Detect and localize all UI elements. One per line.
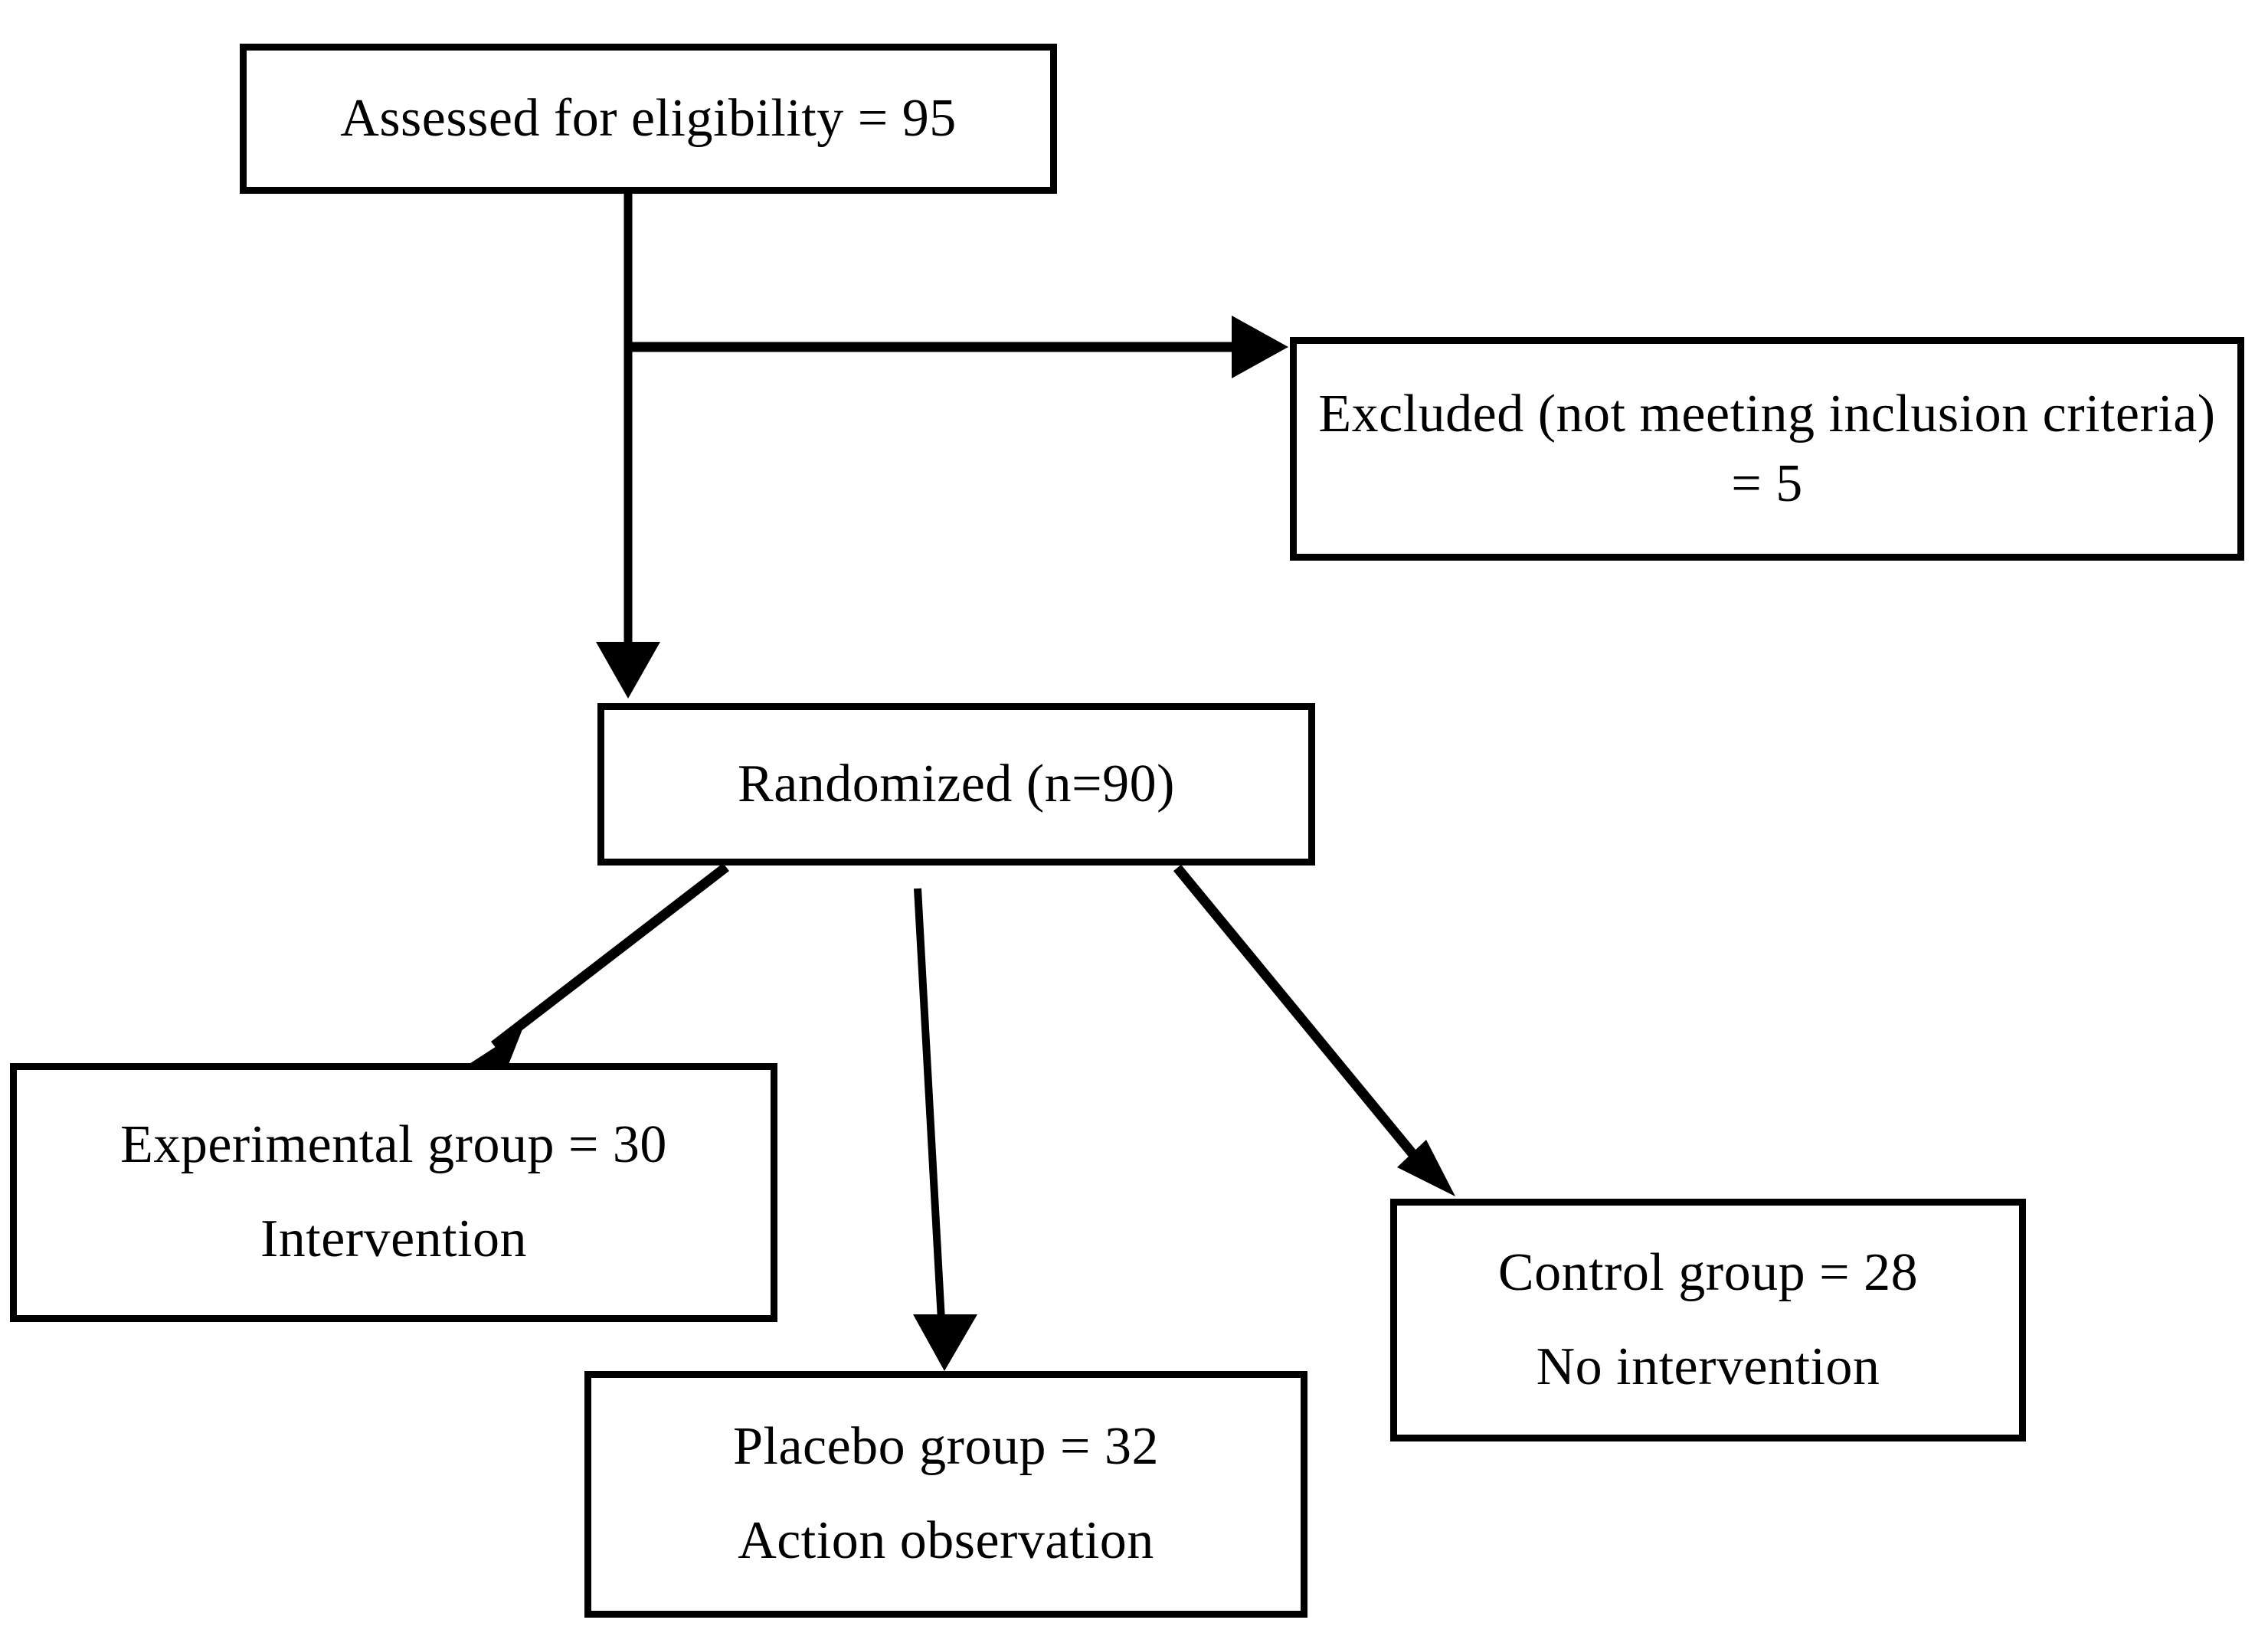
experimental-group-count-label: Experimental group = 30 [120, 1115, 667, 1175]
assessed-for-eligibility-box: Assessed for eligibility = 95 [240, 44, 1057, 194]
arrowhead-randomized-to-control [1397, 1140, 1455, 1196]
assessed-label: Assessed for eligibility = 95 [340, 88, 957, 148]
control-group-count-label: Control group = 28 [1497, 1242, 1919, 1302]
connector-randomized-to-experimental-line [491, 862, 729, 1050]
control-group-arm-label: No intervention [1536, 1337, 1880, 1396]
connector-randomized-to-placebo-line [914, 888, 946, 1335]
excluded-label: Excluded (not meeting inclusion criteria… [1318, 385, 2216, 513]
excluded-box: Excluded (not meeting inclusion criteria… [1290, 337, 2244, 561]
arrowhead-assessed-to-excluded [1232, 316, 1288, 378]
arrowhead-assessed-to-randomized [596, 642, 660, 699]
randomized-box: Randomized (n=90) [597, 703, 1315, 866]
placebo-group-box: Placebo group = 32 Action observation [584, 1371, 1307, 1618]
arrowhead-randomized-to-placebo [913, 1314, 977, 1371]
randomized-label: Randomized (n=90) [738, 754, 1175, 813]
experimental-group-box: Experimental group = 30 Intervention [10, 1063, 777, 1322]
placebo-group-arm-label: Action observation [738, 1511, 1154, 1570]
experimental-group-arm-label: Intervention [260, 1209, 528, 1268]
control-group-box: Control group = 28 No intervention [1390, 1199, 2026, 1441]
connector-randomized-to-control-line [1173, 864, 1431, 1174]
placebo-group-count-label: Placebo group = 32 [733, 1417, 1159, 1477]
